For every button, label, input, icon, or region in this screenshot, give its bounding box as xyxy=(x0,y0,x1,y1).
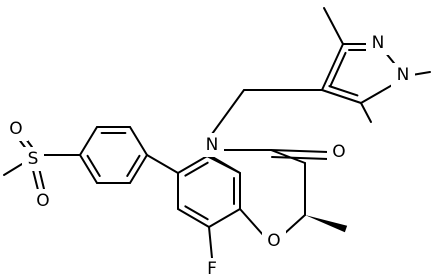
benzo-bond-2 xyxy=(208,208,241,228)
benzo-double-3 xyxy=(184,161,209,177)
atom-label-layer: N O O F N N S O O xyxy=(4,31,415,277)
benzo-double-2 xyxy=(184,205,209,221)
bond-layer xyxy=(3,7,431,259)
methyl-wedge-bond xyxy=(305,215,348,233)
phenyl-bond-1 xyxy=(129,126,148,156)
sulfonyl-lower-bond-a xyxy=(32,169,39,191)
pyrazole-nitrogen-2-background xyxy=(366,31,390,55)
sulfur-methyl-bond xyxy=(3,163,23,176)
biaryl-bond xyxy=(146,154,179,174)
pyrazole-methyl-5 xyxy=(360,102,372,123)
pyrazole-nitrogen-1-label: N xyxy=(397,65,410,85)
phenyl-bond-6 xyxy=(129,154,148,184)
lactam-nitrogen-label: N xyxy=(206,135,219,155)
carbonyl-oxygen-label: O xyxy=(332,142,345,162)
fluorine-background xyxy=(201,258,223,277)
carbonyl-bond xyxy=(270,149,329,153)
sulfonyl-oxygen-1-label: O xyxy=(9,119,22,139)
ring-bond-c2-o xyxy=(283,214,306,235)
benzo-bond-5 xyxy=(177,154,210,174)
carbonyl-double xyxy=(271,156,329,160)
fluorine-label: F xyxy=(207,259,217,277)
sulfur-label: S xyxy=(28,149,39,169)
pyrazole-methyl-3 xyxy=(323,7,344,45)
phenyl-double-2 xyxy=(86,154,101,177)
pyrazole-double-2 xyxy=(328,85,359,97)
pyrazole-double-1 xyxy=(329,51,347,88)
ring-bond-aryl-n xyxy=(202,153,241,174)
benzo-bond-3 xyxy=(177,208,210,228)
sulfonyl-oxygen-2-label: O xyxy=(36,191,49,211)
phenyl-bond-3 xyxy=(79,126,98,156)
pyrazole-bond-n1-c5 xyxy=(360,83,395,104)
fluorine-bond xyxy=(208,226,213,259)
sulfonyl-oxygen-1-background xyxy=(4,117,28,141)
lactam-nitrogen-background xyxy=(200,133,224,157)
phenyl-double-3 xyxy=(126,154,141,177)
carbonyl-oxygen-background xyxy=(327,140,351,164)
pyrazole-bond-c4-c3 xyxy=(321,43,344,91)
pyrazole-nitrogen-1-background xyxy=(391,63,415,87)
phenyl-bond-4 xyxy=(79,154,98,184)
ring-oxygen-label: O xyxy=(267,231,280,251)
sulfonyl-oxygen-2-background xyxy=(31,189,55,213)
ring-bond-o-aryl xyxy=(239,208,265,237)
ring-oxygen-background xyxy=(262,229,286,253)
pyrazole-bond-c5-c4 xyxy=(321,89,362,104)
pyrazole-nitrogen-2-label: N xyxy=(372,33,385,53)
ring-bond-c4-c3 xyxy=(270,149,306,164)
sulfur-background xyxy=(22,147,44,171)
sulfonyl-lower-bond-b xyxy=(38,167,45,190)
linker-bond-n-ch2 xyxy=(211,89,245,135)
